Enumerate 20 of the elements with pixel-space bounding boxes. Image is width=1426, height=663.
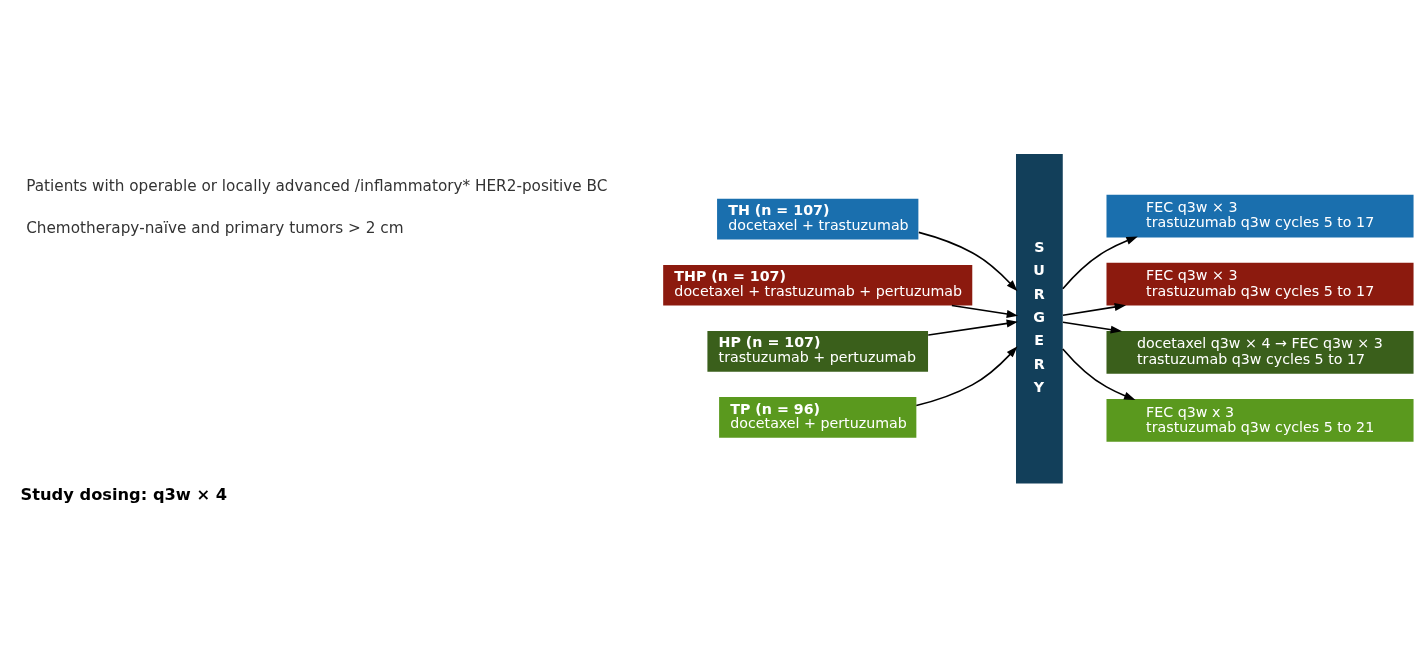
arrow [951, 304, 1019, 318]
arrow [1062, 302, 1127, 316]
node-box: FEC q3w x 3 trastuzumab q3w cycles 5 to 21 [1106, 398, 1414, 442]
arrow [1062, 236, 1138, 289]
arrow [915, 345, 1018, 406]
node-box: HP (n = 107) trastuzumab + pertuzumab [707, 330, 929, 372]
caption: Study dosing: q3w × 4 [20, 484, 228, 504]
arrow [1062, 320, 1123, 334]
node-box: SURGERY [1016, 153, 1063, 483]
node-box: FEC q3w × 3 trastuzumab q3w cycles 5 to 17 [1106, 194, 1414, 237]
node-box: THP (n = 107) docetaxel + trastuzumab + pertuzumab [663, 264, 973, 306]
arrow [917, 231, 1018, 291]
label: Chemotherapy-naïve and primary tumors > 2 cm [26, 218, 404, 237]
node-box: TH (n = 107) docetaxel + trastuzumab [717, 198, 919, 239]
node-box: FEC q3w × 3 trastuzumab q3w cycles 5 to 17 [1106, 262, 1414, 306]
node-box: docetaxel q3w × 4 → FEC q3w × 3 trastuzumab q3w cycles 5 to 17 [1106, 330, 1414, 374]
arrow [1062, 347, 1136, 400]
node-box: TP (n = 96) docetaxel + pertuzumab [719, 396, 917, 438]
arrow [927, 319, 1019, 336]
label: Patients with operable or locally advanced /inflammatory* HER2-positive BC [26, 176, 608, 195]
